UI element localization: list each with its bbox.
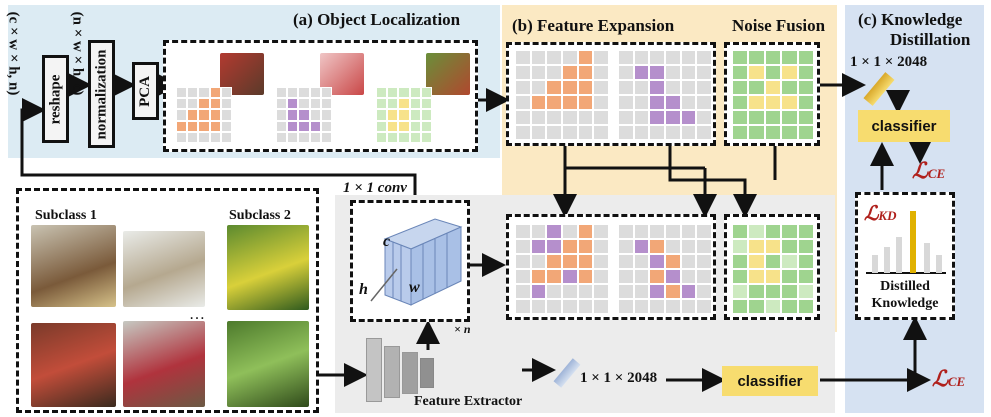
localization-map-purple (274, 51, 366, 143)
tensor-c-label: c (383, 233, 391, 250)
times-n-label: × n (454, 322, 471, 336)
sample-images-box: Subclass 1 Subclass 2 … (16, 188, 319, 413)
localization-maps-box (163, 40, 478, 152)
feature-tensor-cube (370, 218, 463, 306)
student-vector-dim: 1 × 1 × 2048 (580, 370, 658, 386)
teacher-loss-ce: ℒCE (912, 158, 946, 183)
distilled-label-line2: Knowledge (871, 296, 939, 311)
bird-image-red-finch (123, 321, 205, 407)
cnn-layer-1 (366, 338, 382, 402)
cnn-layer-2 (384, 346, 400, 398)
reshape-block: reshape (42, 55, 69, 143)
teacher-classifier: classifier (858, 110, 950, 142)
dim-label-nwhc: (n × w × h, c) (69, 11, 86, 96)
bird-image-green-foliage (227, 321, 309, 407)
panel-a-title: (a) Object Localization (293, 10, 461, 29)
student-loss-ce: ℒCE (932, 366, 966, 391)
expansion-grid-mixed-2 (619, 225, 711, 313)
conv-label: 1 × 1 conv (343, 180, 407, 196)
noise-fusion-title: Noise Fusion (732, 16, 826, 35)
distilled-distribution (866, 211, 946, 274)
distilled-knowledge-box: ℒKD Distilled Knowledge (855, 192, 955, 320)
cnn-layer-4 (420, 358, 434, 388)
student-classifier: classifier (722, 366, 818, 396)
expansion-grid-mixed-1 (516, 225, 608, 313)
feature-expansion-box-bottom (506, 214, 716, 320)
noise-grid-top (733, 51, 813, 139)
tensor-h-label: h (359, 281, 368, 298)
feature-tensor-box: c h w (350, 200, 470, 322)
noise-fusion-box-bottom (724, 214, 820, 320)
feature-expansion-box-top (506, 42, 716, 146)
kd-loss: ℒKD (864, 203, 897, 225)
bird-image-goldfinch (31, 225, 116, 307)
noise-grid-bottom (733, 225, 813, 313)
feature-extractor-label: Feature Extractor (414, 394, 523, 409)
localization-map-orange (174, 51, 266, 143)
normalization-block: normalization (88, 40, 115, 148)
panel-c-title-line2: Distillation (890, 30, 971, 49)
reshape-label: reshape (47, 74, 64, 124)
localization-map-green (374, 51, 474, 143)
noise-fusion-box-top (724, 42, 820, 146)
expansion-grid-orange (516, 51, 608, 139)
pca-block: PCA (132, 62, 159, 120)
subclass2-label: Subclass 2 (229, 208, 291, 223)
panel-b-title: (b) Feature Expansion (512, 16, 675, 35)
cnn-layer-3 (402, 352, 418, 394)
bird-image-yellow (227, 225, 309, 310)
teacher-vector-dim: 1 × 1 × 2048 (850, 54, 928, 70)
dim-label-cwhn: (c × w × h, n) (5, 11, 22, 96)
expansion-ellipsis: … (697, 180, 715, 200)
samples-ellipsis: … (189, 306, 205, 323)
normalization-label: normalization (93, 49, 109, 139)
bird-image-flying (123, 231, 205, 307)
bird-image-red-flowers (31, 323, 116, 407)
tensor-w-label: w (409, 279, 420, 296)
pca-label: PCA (137, 75, 154, 107)
panel-c-title-line1: (c) Knowledge (858, 10, 963, 29)
subclass1-label: Subclass 1 (35, 208, 97, 223)
distilled-label-line1: Distilled (880, 279, 930, 294)
expansion-grid-purple (619, 51, 711, 139)
